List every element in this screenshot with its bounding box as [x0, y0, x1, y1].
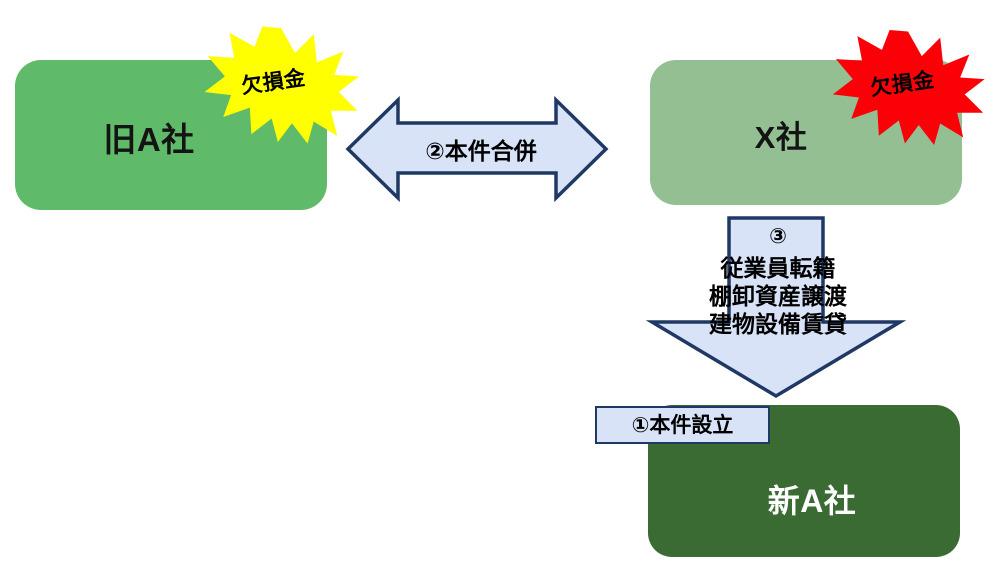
arrow-merger-shape	[345, 95, 609, 203]
arrow-transfer-number: ③	[769, 225, 787, 248]
label-establishment[interactable]: ①本件設立	[595, 406, 770, 444]
arrow-transfer-shape	[645, 216, 907, 399]
arrow-merger[interactable]: ②本件合併	[345, 95, 609, 203]
node-new-a-company-label: 新A社	[767, 483, 857, 519]
arrow-transfer-label: 従業員転籍 棚卸資産譲渡 建物設備賃貸	[652, 254, 904, 338]
arrow-merger-label: ②本件合併	[425, 138, 537, 164]
node-x-company-label: X社	[754, 120, 808, 155]
node-old-a-company[interactable]: 旧A社	[15, 60, 327, 210]
arrow-transfer-line-1: 従業員転籍	[720, 255, 836, 281]
arrow-transfer[interactable]: ③ 従業員転籍 棚卸資産譲渡 建物設備賃貸	[645, 216, 907, 399]
node-old-a-company-label: 旧A社	[103, 121, 195, 158]
arrow-transfer-line-3: 建物設備賃貸	[709, 311, 847, 338]
label-establishment-text: ①本件設立	[631, 414, 734, 437]
node-x-company[interactable]: X社	[650, 60, 962, 205]
arrow-transfer-line-2: 棚卸資産譲渡	[709, 283, 847, 310]
